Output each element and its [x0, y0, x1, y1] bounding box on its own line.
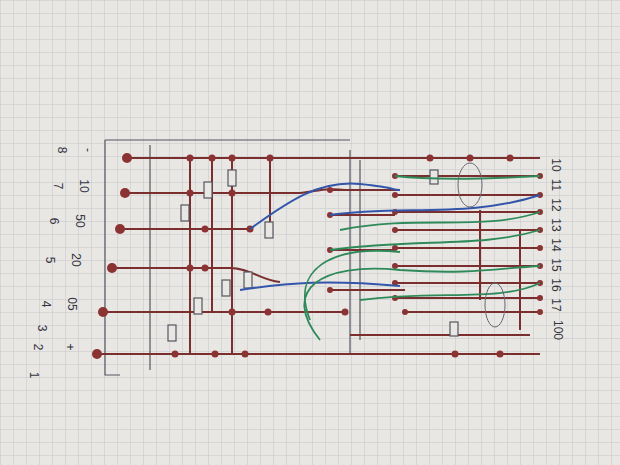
pin-number: 6 [48, 218, 60, 225]
pin-number: 5 [44, 257, 56, 264]
terminal-number: 12 [550, 198, 562, 211]
pin-number: 20 [70, 253, 82, 266]
terminal-number: 100 [552, 320, 564, 340]
terminal-number: 17 [550, 298, 562, 311]
pin-number: 10 [78, 179, 90, 192]
terminal-number: 16 [550, 278, 562, 291]
terminal-number: 10 [550, 158, 562, 171]
pin-number: 1 [28, 372, 40, 379]
terminal-number: 14 [550, 238, 562, 251]
pin-number: 7 [52, 183, 64, 190]
pin-number: - [82, 148, 94, 152]
pin-number: 05 [66, 297, 78, 310]
terminal-number: 11 [550, 179, 562, 191]
pin-number: 50 [74, 214, 86, 227]
pencil-marks [458, 163, 505, 327]
blue-wires [240, 183, 540, 290]
pin-number: 2 [32, 344, 44, 351]
terminal-number: 13 [550, 218, 562, 231]
rails [97, 158, 540, 354]
pin-number: 3 [36, 325, 48, 332]
solder-dots [92, 153, 543, 359]
terminal-number: 15 [550, 258, 562, 271]
pin-number: 8 [56, 147, 68, 154]
green-wires [304, 176, 540, 340]
frame [105, 140, 360, 375]
pin-number: 4 [40, 301, 52, 308]
resistor-symbols [168, 170, 458, 341]
pin-number: + [64, 343, 76, 350]
